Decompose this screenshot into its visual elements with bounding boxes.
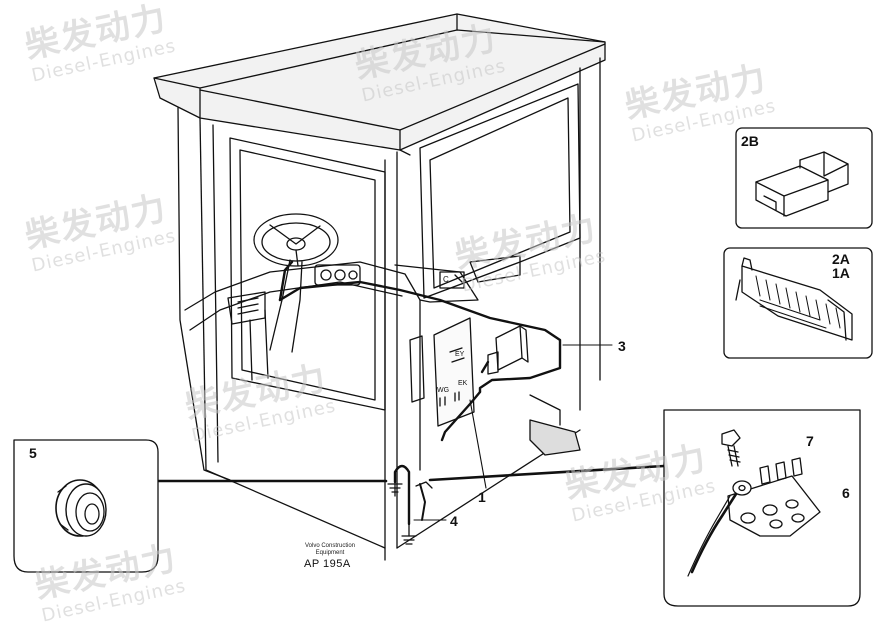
callout-6: 6 [842,485,850,501]
callout-1: 1 [478,489,486,505]
callout-2b: 2B [741,133,759,149]
svg-text:EY: EY [455,351,465,358]
detail-connectors [156,464,666,483]
svg-text:WG: WG [437,387,449,394]
cab-illustration: C EY EK WG [153,13,606,561]
svg-text:C: C [443,275,449,284]
detail-2a-1a-fuse-block [723,247,873,359]
callout-4: 4 [450,513,458,529]
maker-line-1: Volvo Construction [304,543,356,549]
ground-strap [387,464,433,545]
maker-caption: Volvo Construction Equipment [290,543,370,557]
wiring-harness [278,260,562,442]
callout-2a: 2A [832,251,850,267]
maker-line-2: Equipment [315,550,345,556]
drawing-code: AP 195A [304,558,351,570]
callout-3: 3 [618,338,626,354]
detail-5-grommet [13,439,159,573]
detail-6-7-bracket [663,409,861,607]
detail-2b-connector [735,127,873,229]
svg-text:EK: EK [458,380,468,387]
callout-5: 5 [29,445,37,461]
callout-7: 7 [806,433,814,449]
callout-1a: 1A [832,265,850,281]
